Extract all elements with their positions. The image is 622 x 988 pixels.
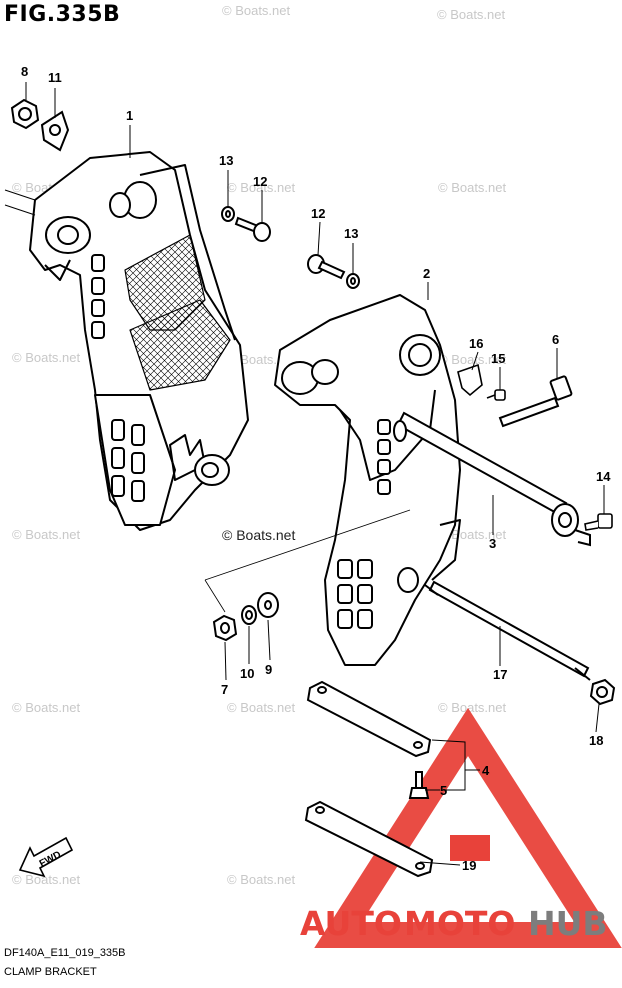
callout-15: 15 <box>491 351 505 366</box>
callout-labels: 8 11 1 13 12 12 13 2 16 15 6 14 3 17 18 … <box>21 64 611 873</box>
bolt-6 <box>498 375 573 428</box>
bolt-12a <box>234 216 271 242</box>
callout-10: 10 <box>240 666 254 681</box>
watermark: © Boats.net <box>437 7 506 22</box>
callout-8: 8 <box>21 64 28 79</box>
figure-title: FIG.335B <box>4 2 121 27</box>
automotohub-logo <box>314 707 622 948</box>
bolt-14 <box>584 513 613 531</box>
callout-4: 4 <box>482 763 490 778</box>
watermark: © Boats.net <box>227 872 296 887</box>
callout-14: 14 <box>596 469 611 484</box>
callout-13b: 13 <box>344 226 358 241</box>
watermark: © Boats.net <box>222 3 291 18</box>
leader-lines <box>25 82 605 866</box>
watermark: © Boats.net <box>227 700 296 715</box>
watermark: © Boats.net <box>438 700 507 715</box>
callout-6: 6 <box>552 332 559 347</box>
callout-3: 3 <box>489 536 496 551</box>
nut-7 <box>212 614 238 642</box>
rod-17 <box>424 580 591 681</box>
callout-18: 18 <box>589 733 603 748</box>
callout-7: 7 <box>221 682 228 697</box>
figure-caption: CLAMP BRACKET <box>4 966 97 978</box>
watermark: © Boats.net <box>438 527 507 542</box>
clamp-bracket-left <box>4 151 249 531</box>
figure-code: DF140A_E11_019_335B <box>4 947 126 959</box>
callout-1: 1 <box>126 108 133 123</box>
nut-18 <box>589 678 616 706</box>
watermark: © Boats.net <box>438 352 507 367</box>
callout-5: 5 <box>440 783 447 798</box>
clip-16 <box>457 363 483 397</box>
callout-17: 17 <box>493 667 507 682</box>
washer-13b <box>346 273 360 289</box>
fwd-arrow-icon <box>18 836 74 878</box>
watermark: © Boats.net <box>227 180 296 195</box>
bolt-15 <box>486 389 506 401</box>
watermark: © Boats.net <box>438 180 507 195</box>
callout-19: 19 <box>462 858 476 873</box>
watermark: © Boats.net <box>12 700 81 715</box>
watermark: © Boats.net <box>12 872 81 887</box>
callout-12a: 12 <box>253 174 267 189</box>
watermark: © Boats.net <box>12 527 81 542</box>
bolt-5 <box>408 771 430 799</box>
tilt-tube <box>393 411 591 547</box>
callout-16: 16 <box>469 336 483 351</box>
washer-9 <box>257 592 279 618</box>
automotohub-wordmark: AUTO MOTO HUB <box>300 904 608 943</box>
washer-13a <box>221 206 235 222</box>
plate-19 <box>304 800 434 878</box>
callout-13a: 13 <box>219 153 233 168</box>
callout-9: 9 <box>265 662 272 677</box>
callout-2: 2 <box>423 266 430 281</box>
plate-4 <box>306 680 432 758</box>
logo-moto: MOTO <box>404 904 515 943</box>
plate-11 <box>40 110 70 152</box>
logo-auto: AUTO <box>300 904 402 943</box>
clamp-bracket-right <box>274 294 461 666</box>
callout-11: 11 <box>48 70 62 85</box>
watermark: © Boats.net <box>12 350 81 365</box>
washer-10 <box>241 605 257 625</box>
bolt-12b <box>307 254 346 280</box>
nut-8 <box>10 98 40 130</box>
watermark-center: © Boats.net <box>222 527 296 543</box>
callout-12b: 12 <box>311 206 325 221</box>
logo-hub: HUB <box>528 904 608 943</box>
